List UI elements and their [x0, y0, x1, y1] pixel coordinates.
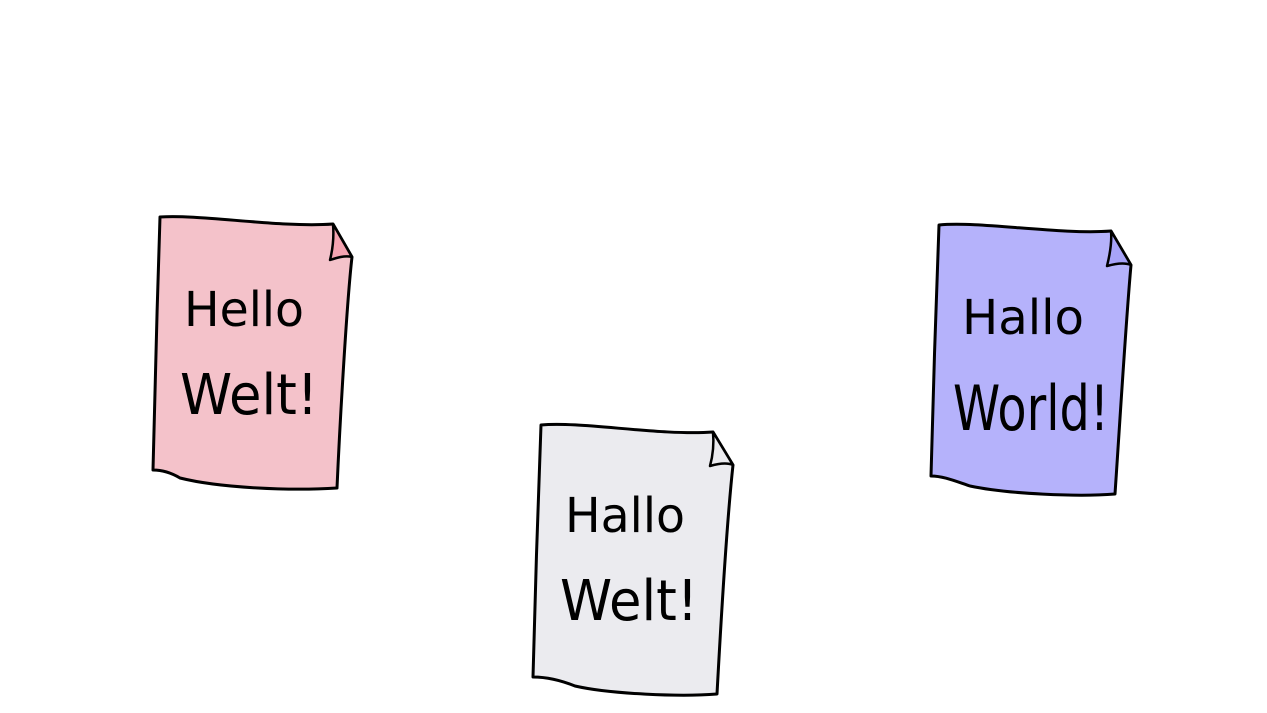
- note-right-sheet: [929, 222, 1133, 497]
- note-right[interactable]: Hallo World!: [929, 222, 1133, 497]
- note-center-line1: Hallo: [565, 488, 685, 544]
- note-right-fold: [1105, 229, 1133, 268]
- note-center-sheet: [531, 422, 735, 697]
- note-right-line1: Hallo: [962, 290, 1084, 346]
- note-left[interactable]: Hello Welt!: [151, 215, 354, 491]
- note-center-line2: Welt!: [560, 569, 698, 634]
- note-left-line2: Welt!: [180, 363, 318, 428]
- note-left-fold: [328, 222, 354, 262]
- note-center-fold: [708, 430, 735, 468]
- note-center[interactable]: Hallo Welt!: [531, 422, 735, 697]
- note-left-line1: Hello: [184, 282, 304, 338]
- note-left-sheet: [151, 215, 354, 491]
- note-right-line2: World!: [953, 372, 1109, 445]
